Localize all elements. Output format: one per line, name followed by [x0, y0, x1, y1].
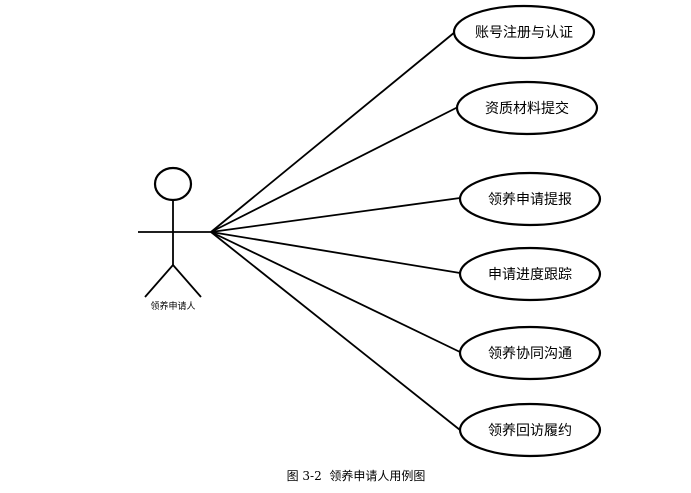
actor-head: [153, 166, 193, 202]
association-line-1: [210, 31, 456, 233]
association-lines: [210, 31, 461, 431]
actor: 领养申请人: [138, 166, 211, 312]
association-line-3: [210, 197, 461, 233]
use-case-4-label: 申请进度跟踪: [488, 267, 572, 283]
association-line-2: [210, 106, 459, 233]
use-case-2-label: 资质材料提交: [485, 100, 569, 117]
use-case-5: 领养协同沟通: [458, 325, 602, 381]
use-case-2-ellipse: [455, 80, 599, 136]
use-case-2: 资质材料提交: [455, 80, 599, 136]
use-case-1-ellipse: [452, 4, 596, 60]
actor-left-leg: [144, 264, 174, 298]
use-case-3-label: 领养申请提报: [488, 192, 572, 208]
use-case-1: 账号注册与认证: [452, 4, 596, 60]
use-case-1-label: 账号注册与认证: [475, 25, 573, 41]
association-line-4: [210, 231, 461, 274]
use-case-6-label: 领养回访履约: [488, 423, 572, 439]
use-case-5-ellipse: [458, 325, 602, 381]
use-case-6: 领养回访履约: [458, 402, 602, 458]
figure-caption: 图 3-2 领养申请人用例图: [287, 468, 426, 483]
use-case-4: 申请进度跟踪: [458, 246, 602, 302]
use-case-6-ellipse: [458, 402, 602, 458]
use-case-5-label: 领养协同沟通: [488, 346, 572, 362]
association-line-5: [210, 231, 461, 353]
actor-right-leg: [172, 264, 202, 298]
actor-label: 领养申请人: [150, 300, 195, 312]
association-line-6: [210, 231, 461, 431]
use-case-3: 领养申请提报: [458, 171, 602, 227]
use-case-3-ellipse: [458, 171, 602, 227]
use-case-4-ellipse: [458, 246, 602, 302]
